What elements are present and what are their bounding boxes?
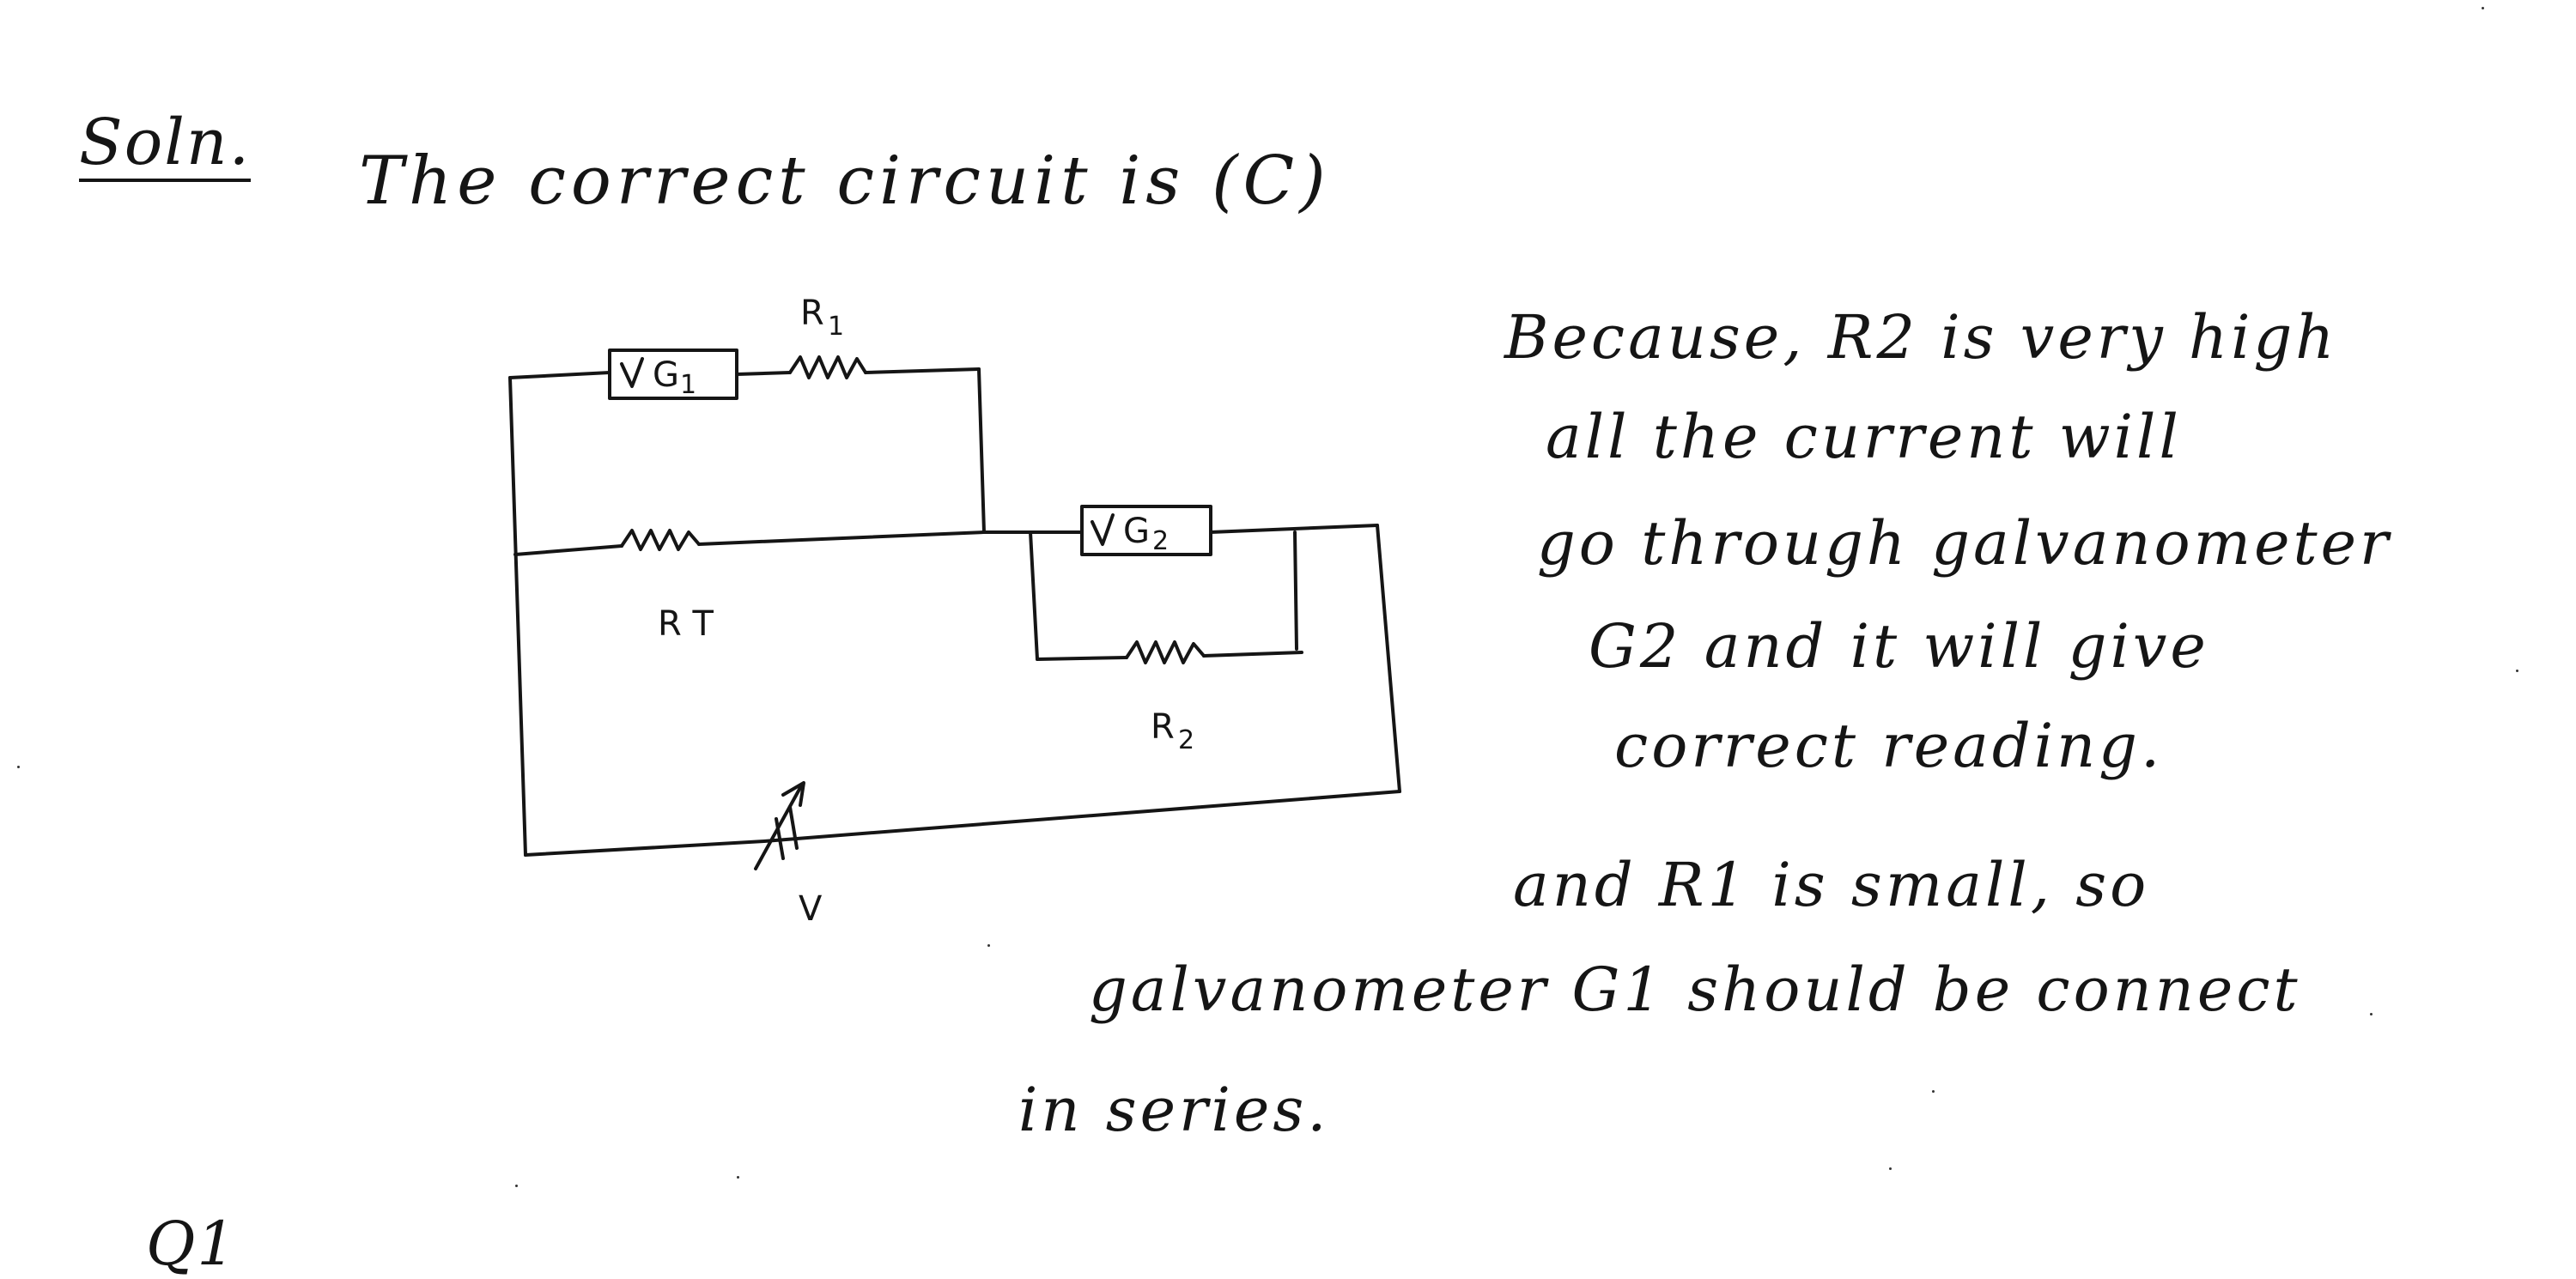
r2-right-wire [1293, 530, 1298, 651]
scan-speck [737, 1176, 739, 1179]
explanation-line-3: go through galvanometer [1537, 508, 2392, 579]
scan-speck [2516, 670, 2518, 672]
resistor-r1-label: R [800, 294, 824, 333]
resistor-r2 [1125, 640, 1206, 664]
explanation-line-5: correct reading. [1614, 711, 2164, 781]
explanation-line-6: and R1 is small, so [1513, 850, 2150, 920]
scan-speck [987, 944, 990, 947]
r2-left-wire [1029, 530, 1039, 661]
explanation-line-4: G2 and it will give [1589, 611, 2209, 682]
left-wire [508, 376, 527, 857]
scan-speck [1932, 1090, 1935, 1093]
galvanometer-g2-subscript: 2 [1152, 526, 1169, 556]
galvanometer-g2-label: G [1123, 512, 1150, 551]
bottom-wire [524, 790, 1401, 857]
variable-source-arrow [781, 781, 805, 807]
cut-off-text: Q1 [146, 1209, 237, 1279]
galvanometer-g1-label: G [653, 355, 679, 395]
scan-speck [2482, 7, 2484, 9]
voltage-label: V [799, 889, 823, 927]
resistor-r1 [788, 355, 867, 379]
circuit-diagram: G 1 R 1 R T G 2 R 2 [508, 294, 1401, 927]
top-branch-wire [508, 371, 611, 379]
answer-statement: The correct circuit is (C) [359, 142, 1331, 220]
solution-label: Soln. [79, 109, 252, 182]
scan-speck [17, 766, 20, 768]
resistor-r1-subscript: 1 [828, 312, 844, 342]
scan-speck [2370, 1013, 2372, 1015]
resistor-rt-label: R T [658, 604, 714, 644]
explanation-line-7: galvanometer G1 should be connect [1089, 955, 2301, 1025]
galvanometer-g1-subscript: 1 [680, 370, 696, 400]
explanation-line-2: all the current will [1546, 402, 2182, 472]
junction-wire [977, 367, 986, 534]
resistor-r2-label: R [1151, 707, 1175, 747]
answer-page: Soln. The correct circuit is (C) G 1 R 1… [17, 7, 2518, 1279]
scan-speck [1889, 1167, 1892, 1170]
explanation-line-8: in series. [1018, 1075, 1330, 1145]
right-wire [1376, 524, 1401, 793]
galvanometer-g1-arrow [620, 357, 644, 388]
scan-speck [515, 1185, 518, 1187]
explanation-line-1: Because, R2 is very high [1504, 302, 2338, 373]
resistor-rt [620, 529, 701, 551]
galvanometer-g2-arrow [1091, 513, 1115, 546]
resistor-r2-subscript: 2 [1178, 725, 1194, 755]
